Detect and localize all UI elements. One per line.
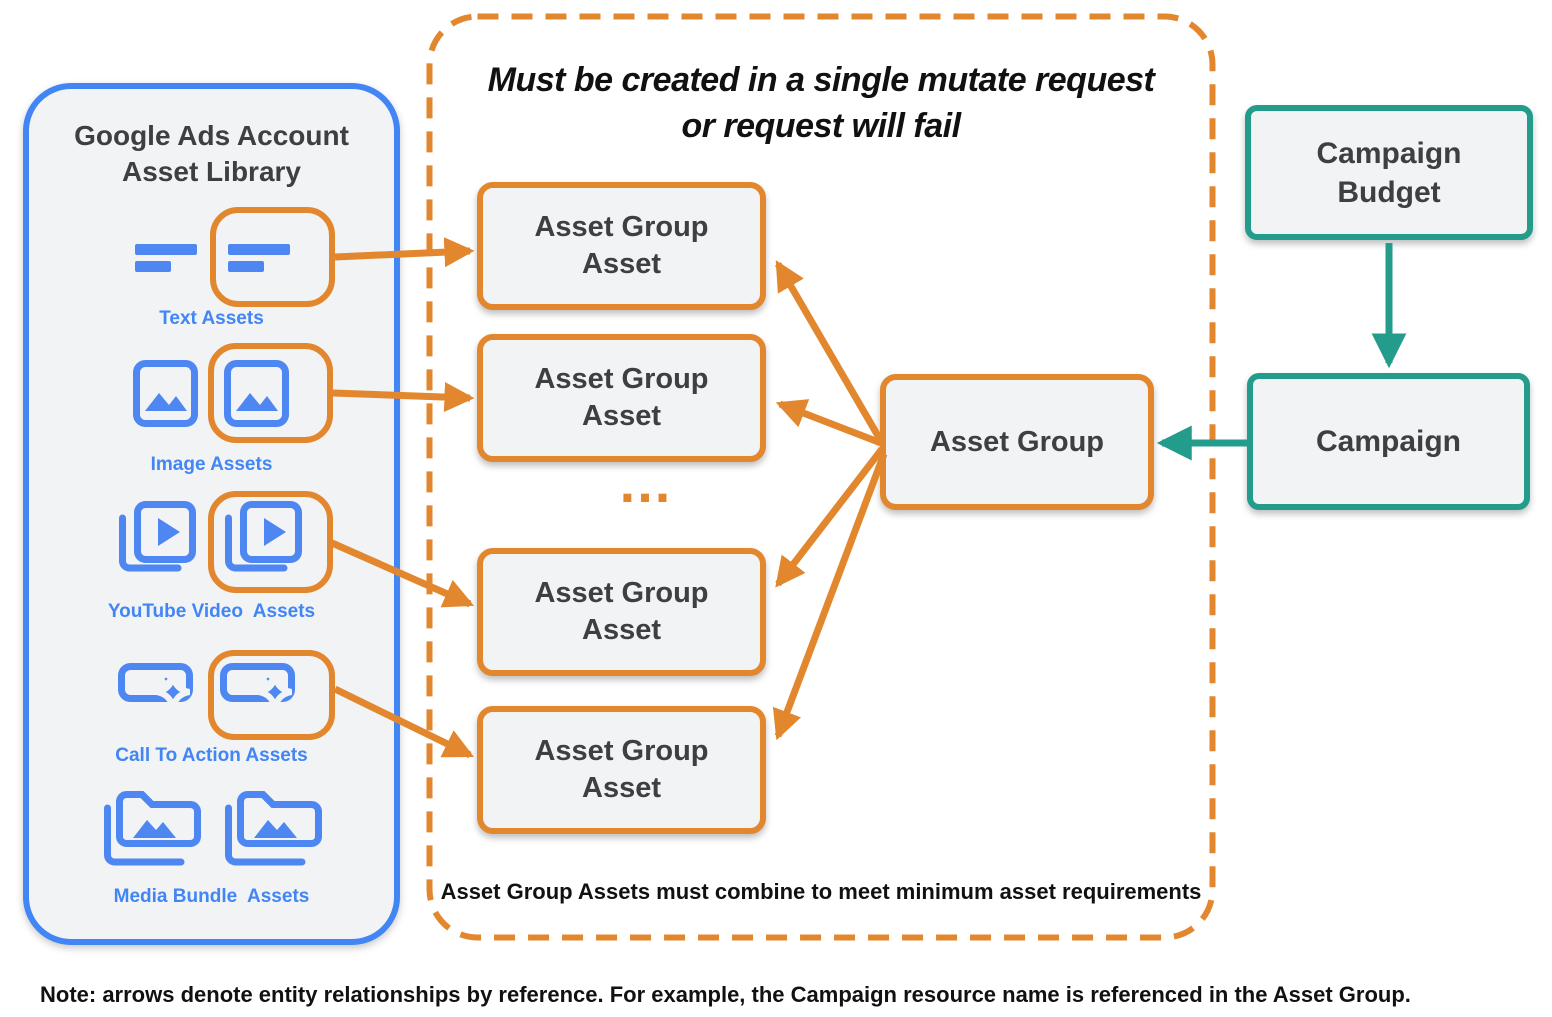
youtube-video-assets-label: YouTube Video Assets [107, 601, 316, 622]
asset-group-asset-label: Asset Group Asset [534, 211, 709, 280]
asset-group-asset-label: Asset Group Asset [534, 577, 709, 646]
arrow-asset-group-to-asset-group-asset-1 [774, 260, 885, 443]
asset-group-asset-box: Asset Group Asset [477, 334, 766, 462]
arrow-asset-group-to-asset-group-asset-2 [775, 399, 883, 447]
text-asset-icon [135, 244, 197, 277]
youtube-video-asset-icon [116, 501, 196, 580]
image-asset-icon [133, 360, 198, 432]
call-to-action-asset-icon [118, 663, 193, 718]
campaign-budget-box: Campaign Budget [1245, 105, 1533, 240]
image-asset-highlight-outline [208, 343, 333, 443]
asset-requirements-note: Asset Group Assets must combine to meet … [440, 879, 1202, 904]
youtube-video-asset-icon [222, 501, 302, 580]
footer-note: Note: arrows denote entity relationships… [40, 982, 1411, 1007]
asset-group-box: Asset Group [880, 374, 1154, 510]
asset-group-asset-box: Asset Group Asset [477, 548, 766, 676]
asset-group-asset-label: Asset Group Asset [534, 735, 709, 804]
media-bundle-asset-icon [103, 786, 201, 875]
call-to-action-asset-highlight-outline [208, 650, 335, 740]
image-asset-icon [224, 360, 289, 432]
text-asset-highlight-outline [210, 207, 335, 307]
media-bundle-asset-icon [224, 786, 322, 875]
more-assets-ellipsis: ... [619, 451, 673, 514]
text-asset-icon [228, 244, 290, 277]
asset-group-asset-label: Asset Group Asset [534, 363, 709, 432]
youtube-video-asset-highlight-outline [208, 491, 333, 593]
arrow-asset-group-to-asset-group-asset-3 [775, 446, 885, 588]
mutate-request-warning: Must be created in a single mutate reque… [487, 61, 1155, 145]
media-bundle-assets-label: Media Bundle Assets [113, 886, 310, 907]
asset-group-asset-box: Asset Group Asset [477, 182, 766, 310]
call-to-action-assets-label: Call To Action Assets [115, 745, 308, 766]
text-assets-label: Text Assets [159, 308, 264, 329]
call-to-action-asset-icon [220, 663, 295, 718]
campaign-box: Campaign [1247, 373, 1530, 510]
image-assets-label: Image Assets [150, 454, 273, 475]
arrow-asset-group-to-asset-group-asset-4 [772, 452, 888, 741]
asset-library-title: Google Ads Account Asset Library [74, 120, 349, 187]
asset-group-asset-box: Asset Group Asset [477, 706, 766, 834]
